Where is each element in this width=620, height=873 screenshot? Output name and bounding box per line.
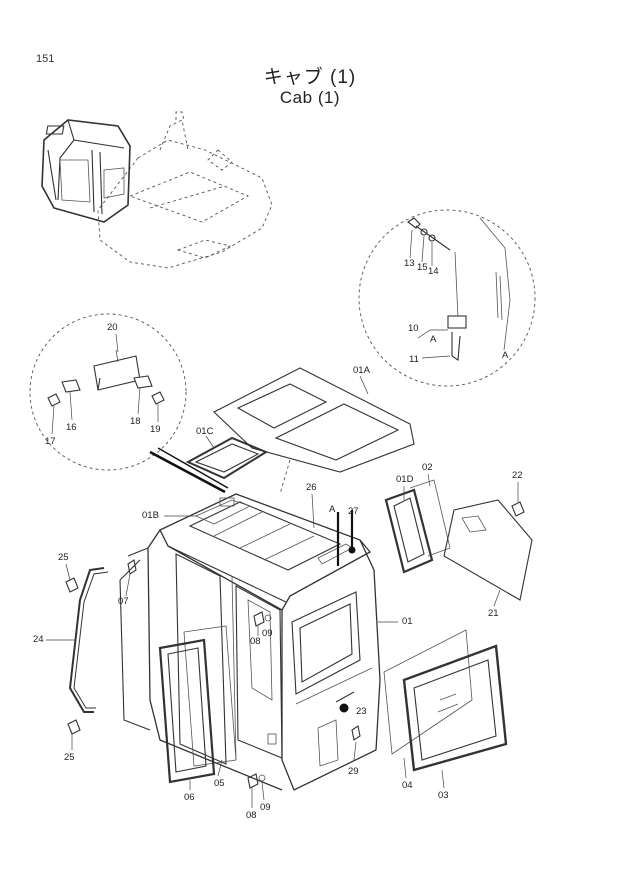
detail-bracket-callout: 20 16 17 18 19 <box>29 313 229 494</box>
callout-09-lower: 09 <box>260 802 271 813</box>
callout-08-lower: 08 <box>246 810 257 821</box>
front-window-glass-03-04: 04 03 <box>383 629 508 801</box>
page-title-english: Cab (1) <box>279 88 341 107</box>
callout-09-upper: 09 <box>262 628 273 639</box>
callout-11: 11 <box>409 354 419 365</box>
callout-03: 03 <box>438 790 449 801</box>
callout-25-upper: 25 <box>58 552 69 563</box>
callout-06: 06 <box>184 792 195 803</box>
callout-01d: 01D <box>396 474 414 485</box>
callout-14: 14 <box>428 266 439 277</box>
window-seal-01d-02: 01D 02 <box>384 462 451 574</box>
window-seal-01c: 01C <box>185 426 269 480</box>
machine-overview-illustration <box>41 111 273 269</box>
view-a-arrow-label: A <box>502 350 509 361</box>
callout-05: 05 <box>214 778 225 789</box>
callout-24: 24 <box>33 634 44 645</box>
cab-body-01: A 27 26 01B 01 07 08 09 08 09 <box>118 482 413 821</box>
callout-01: 01 <box>402 616 413 627</box>
callout-02: 02 <box>422 462 433 473</box>
side-panel-21: 22 21 <box>443 470 533 619</box>
callout-01b: 01B <box>142 510 159 521</box>
callout-29: 29 <box>348 766 359 777</box>
view-a-detail-label: A <box>430 334 437 345</box>
callout-01a: 01A <box>353 365 371 376</box>
callout-17: 17 <box>45 436 56 447</box>
callout-07: 07 <box>118 596 129 607</box>
detail-a-callout: 13 15 14 10 A 11 A <box>358 209 536 387</box>
callout-23: 23 <box>356 706 367 717</box>
view-a-label: A <box>329 504 336 515</box>
callout-01c: 01C <box>196 426 214 437</box>
callout-25-lower: 25 <box>64 752 75 763</box>
callout-13: 13 <box>404 258 415 269</box>
callout-22: 22 <box>512 470 523 481</box>
page-title-japanese: キャブ (1) <box>263 67 357 88</box>
callout-27: 27 <box>348 506 359 517</box>
callout-08-upper: 08 <box>250 636 261 647</box>
callout-16: 16 <box>66 422 77 433</box>
page-number: 151 <box>36 53 55 65</box>
roof-panel-01a: 01A <box>213 365 415 495</box>
callout-21: 21 <box>488 608 499 619</box>
handrail-24: 25 24 25 <box>33 552 109 763</box>
callout-15: 15 <box>417 262 428 273</box>
callout-18: 18 <box>130 416 141 427</box>
callout-19: 19 <box>150 424 161 435</box>
callout-26: 26 <box>306 482 317 493</box>
callout-10: 10 <box>408 323 419 334</box>
callout-04: 04 <box>402 780 413 791</box>
side-window-glass-05-06: 05 06 <box>158 625 237 803</box>
callout-20: 20 <box>107 322 118 333</box>
